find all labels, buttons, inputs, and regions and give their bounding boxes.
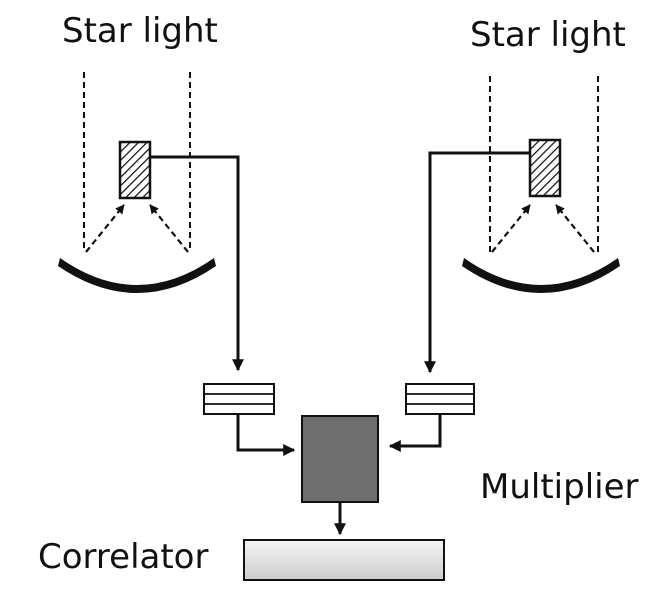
- right-reflected-ray-1: [491, 204, 531, 253]
- left-reflected-ray-1: [85, 204, 125, 253]
- left-detector: [118, 140, 152, 200]
- right-mirror: [462, 258, 620, 293]
- left-signal-cable: [150, 155, 244, 372]
- left-mirror: [58, 258, 216, 293]
- left-filter-block: [203, 383, 275, 415]
- right-filter-block: [405, 383, 475, 415]
- correlator-box: [243, 539, 445, 581]
- right-to-multiplier-line: [388, 414, 442, 452]
- right-telescope: [388, 76, 620, 452]
- left-reflected-ray-2: [149, 204, 189, 253]
- left-telescope: [58, 72, 296, 456]
- star-light-label-left: Star light: [62, 11, 218, 51]
- multiplier-box: [301, 415, 379, 503]
- right-reflected-ray-2: [555, 204, 595, 253]
- multiplier-label: Multiplier: [480, 467, 639, 507]
- left-to-multiplier-line: [236, 414, 296, 456]
- right-detector: [528, 138, 562, 198]
- right-signal-cable: [424, 151, 530, 374]
- correlator-label: Correlator: [38, 537, 209, 577]
- star-light-label-right: Star light: [470, 15, 626, 55]
